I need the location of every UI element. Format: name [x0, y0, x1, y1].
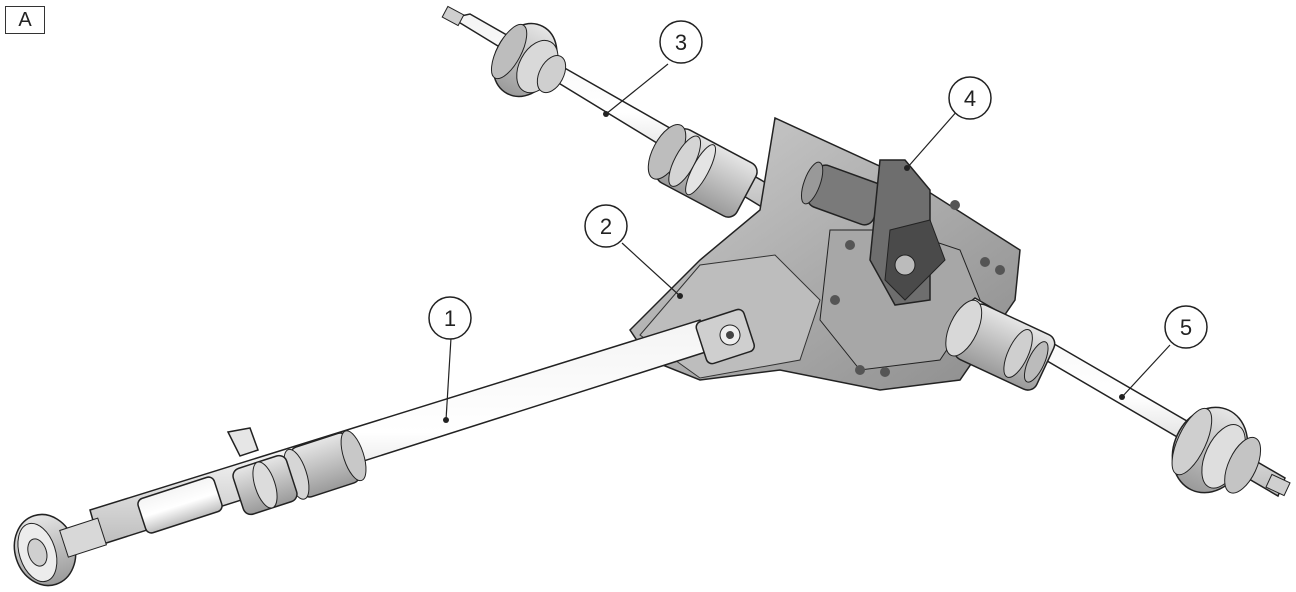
callout-1: 1 — [428, 296, 472, 340]
half-shaft-left — [441, 5, 784, 218]
callout-2: 2 — [584, 204, 628, 248]
callout-4-label: 4 — [964, 86, 976, 111]
leader-dots — [443, 111, 1125, 423]
half-shaft-right — [945, 297, 1291, 498]
callout-5-label: 5 — [1180, 315, 1192, 340]
callout-1-label: 1 — [444, 306, 456, 331]
callout-3-label: 3 — [675, 30, 687, 55]
callout-2-label: 2 — [600, 214, 612, 239]
callout-4: 4 — [948, 76, 992, 120]
actuator-motor — [800, 159, 960, 306]
callout-3: 3 — [659, 20, 703, 64]
view-label: A — [5, 6, 45, 34]
leader-lines — [445, 63, 1171, 421]
propeller-shaft — [13, 308, 756, 587]
callout-5: 5 — [1164, 305, 1208, 349]
